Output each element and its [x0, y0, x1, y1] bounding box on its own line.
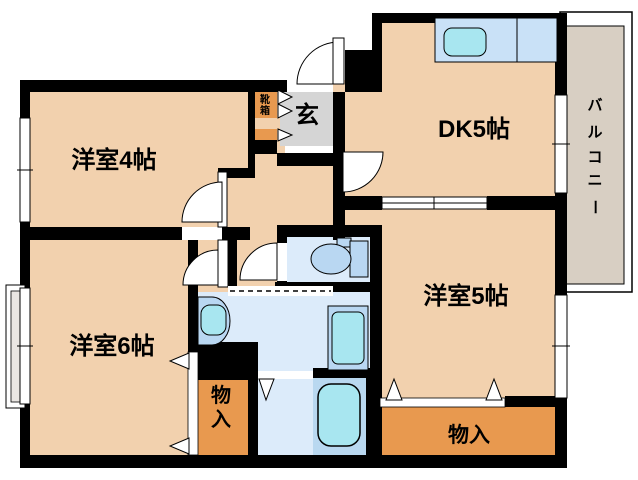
- walls: [20, 13, 567, 468]
- wall: [253, 140, 277, 154]
- door-opening: [182, 227, 222, 240]
- wall: [20, 222, 30, 288]
- shoebox-label-char: 箱: [260, 104, 270, 117]
- storage-west-label-char: 入: [211, 408, 231, 431]
- balcony: [559, 11, 633, 293]
- bathtub-icon: [317, 383, 361, 447]
- closet-door-triangle-icon: [385, 377, 403, 401]
- entrance-floor: [280, 92, 333, 146]
- shoebox-cabinet: [255, 90, 277, 118]
- wall: [366, 368, 382, 455]
- wall: [20, 455, 567, 468]
- closet-door-triangle-icon: [168, 352, 190, 370]
- room-label-dk: DK5帖: [438, 116, 510, 143]
- storage-west-label-char: 物: [211, 383, 231, 407]
- room-label-western5: 洋室5帖: [423, 282, 508, 310]
- kitchen-sink-icon: [443, 27, 487, 57]
- wall: [555, 13, 567, 95]
- wall: [345, 196, 382, 210]
- closet-door-triangle-icon: [168, 437, 190, 455]
- wall: [277, 153, 345, 166]
- closet-opening: [379, 397, 506, 408]
- wall: [218, 168, 255, 178]
- wall: [20, 80, 30, 118]
- balcony-label-char: バ: [587, 97, 602, 114]
- wall: [313, 368, 366, 378]
- balcony-label-char: コ: [587, 149, 602, 166]
- washbasin-icon: [200, 304, 227, 336]
- washroom-opening: [228, 286, 333, 296]
- labels: 洋室4帖 DK5帖 洋室5帖 洋室6帖 玄 靴 箱 物 入 物入 バ ル コ ニ…: [69, 93, 603, 447]
- toilet-tank: [349, 240, 369, 278]
- bifold-door-icon: [277, 103, 294, 119]
- bifold-door-icon: [277, 128, 294, 142]
- entrance-door-leaf: [332, 37, 345, 85]
- closet-door-triangle-icon: [258, 378, 275, 402]
- wall: [555, 398, 567, 468]
- entrance-door: [287, 37, 345, 92]
- door-swing-icon: [181, 181, 223, 223]
- balcony-label-char: ニ: [587, 172, 602, 189]
- wall: [487, 196, 567, 210]
- entrance-step: [285, 146, 333, 153]
- door-opening: [217, 239, 229, 288]
- door-swing-icon: [182, 249, 219, 286]
- wall: [20, 80, 287, 92]
- windows: [5, 94, 570, 409]
- toilet-icon: [310, 243, 352, 275]
- door-opening: [277, 243, 287, 281]
- bifold-door-icon: [277, 89, 294, 142]
- balcony-label-char: ー: [586, 199, 603, 214]
- shoebox-label-char: 靴: [260, 93, 270, 106]
- door-opening: [258, 371, 313, 379]
- wall: [345, 50, 382, 92]
- closet-door-triangle-icon: [485, 377, 503, 401]
- wall: [222, 227, 250, 240]
- wall: [277, 225, 382, 237]
- fixtures: [197, 17, 558, 447]
- storage-south-label: 物入: [448, 423, 490, 447]
- wall: [188, 342, 258, 380]
- balcony-label-char: ル: [587, 124, 602, 141]
- door-swing-icon: [342, 151, 384, 193]
- wall: [20, 227, 182, 240]
- wall: [20, 404, 30, 468]
- bifold-door-icon: [277, 89, 294, 105]
- shoebox-cabinet-lower: [255, 129, 277, 140]
- closet-doors: [168, 351, 506, 456]
- balcony-floor: [565, 25, 625, 285]
- washing-machine-pan-icon: [331, 311, 365, 365]
- door-swing-icon: [239, 242, 278, 281]
- wall: [505, 396, 567, 407]
- wall: [188, 240, 198, 352]
- wall: [370, 225, 382, 407]
- wall: [248, 92, 255, 178]
- room-label-western4: 洋室4帖: [71, 146, 156, 174]
- wall: [555, 193, 567, 295]
- room-label-entrance: 玄: [295, 101, 319, 129]
- storage-south-floor: [380, 407, 555, 455]
- closet-opening: [187, 351, 199, 456]
- wall: [228, 240, 237, 287]
- interior-doors: [181, 151, 488, 402]
- room-label-western6: 洋室6帖: [69, 332, 154, 360]
- wall: [248, 342, 258, 455]
